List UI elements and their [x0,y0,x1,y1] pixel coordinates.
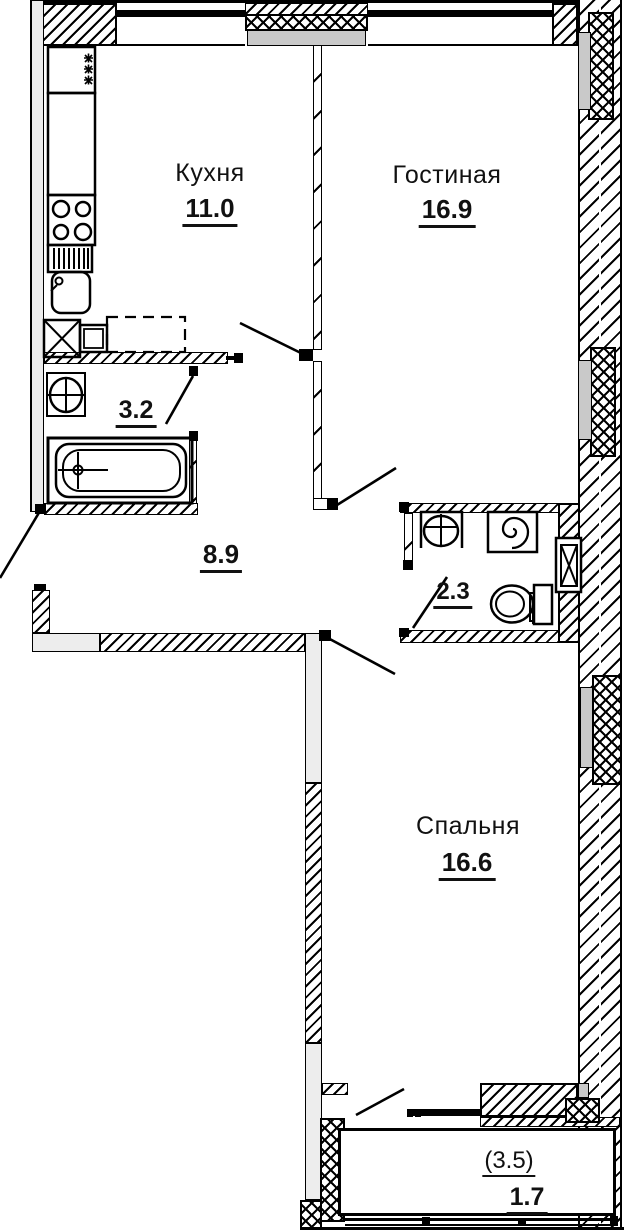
stove-burner [51,199,71,219]
wall-hall-bottom-left [32,633,100,652]
riser-shaft-x [560,544,578,587]
kitchen-cabinet [46,91,97,197]
door-frames [34,349,618,1226]
bathtub-rim [54,442,188,499]
vent-right-4 [565,1098,600,1123]
loggia-full-area-label: (3.5) [482,1147,536,1177]
wall-bedroom-bottom-left [322,1083,348,1095]
loggia-glazing-line-2 [345,1224,616,1226]
loggia-area-label: 1.7 [506,1183,548,1215]
panel-right-1 [578,32,591,110]
living-area-label: 16.9 [418,194,476,228]
balcony-door [355,1087,405,1117]
kitchen-area-label: 11.0 [182,193,238,227]
wall-top-edge [30,0,622,3]
door-leaves [0,321,449,1117]
loggia-interior [338,1128,616,1216]
window-kitchen-glass [117,10,245,17]
window-living-glass [368,10,552,17]
duct-box-inner [83,328,104,349]
kitchen-sink [50,270,92,315]
wall-hall-bottom [100,633,305,652]
wc-washbasin-box [419,510,464,548]
wall-right-divider [599,0,601,1230]
stove-burner [73,222,93,242]
panel-right-3 [580,687,593,768]
fridge-snowflakes [84,53,93,85]
hallway-area-label: 8.9 [199,539,243,573]
bathroom-door [164,375,195,425]
bathroom-washbasin-box [46,372,86,417]
vent-duct-x [43,319,81,358]
living-name-label: Гостиная [392,161,502,189]
plan-bottom-edge [300,1227,624,1230]
bathtub-faucet [72,464,84,476]
toilet-bowl-inner [495,590,525,618]
kitchen-sink-tap [54,276,64,286]
panel-right-2 [578,360,592,440]
wc-area-label: 2.3 [433,578,473,609]
toilet-bowl [489,584,535,624]
bathroom-area-label: 3.2 [115,396,157,428]
balcony-window-glass [407,1109,480,1116]
stove-burner [52,223,70,241]
kitchen-sink-handle [50,284,58,292]
wall-bathroom-top-ext [226,356,236,360]
kitchen-door [239,321,308,358]
drainboard-ribs [53,248,89,269]
washing-machine [486,510,539,554]
stove-burner [74,200,92,218]
wall-loggia-top-strip [480,1117,620,1127]
entrance-door [0,510,42,579]
vent-right-3 [592,675,622,785]
kitchen-name-label: Кухня [175,159,245,187]
bedroom-name-label: Спальня [416,812,520,840]
wall-bedroom-bottom-right [480,1083,578,1117]
wardrobe-dashed [105,315,187,354]
sill-top-pier [247,30,366,46]
wall-bedroom-left-a [305,633,322,783]
panel-right-4 [578,1083,589,1098]
washing-machine-drum [501,516,530,550]
bathtub [46,436,194,505]
wall-bedroom-left-b [305,783,322,1043]
bathroom-washbasin-cross [48,377,84,413]
toilet-tank [532,583,554,626]
wc-door [411,576,449,629]
loggia-glazing-line-1 [345,1218,616,1221]
wall-top-right [552,3,578,46]
wc-washbasin-cross [424,514,458,547]
living-room-door [336,466,397,507]
bedroom-door [325,635,396,676]
bedroom-area-label: 16.6 [438,847,496,881]
